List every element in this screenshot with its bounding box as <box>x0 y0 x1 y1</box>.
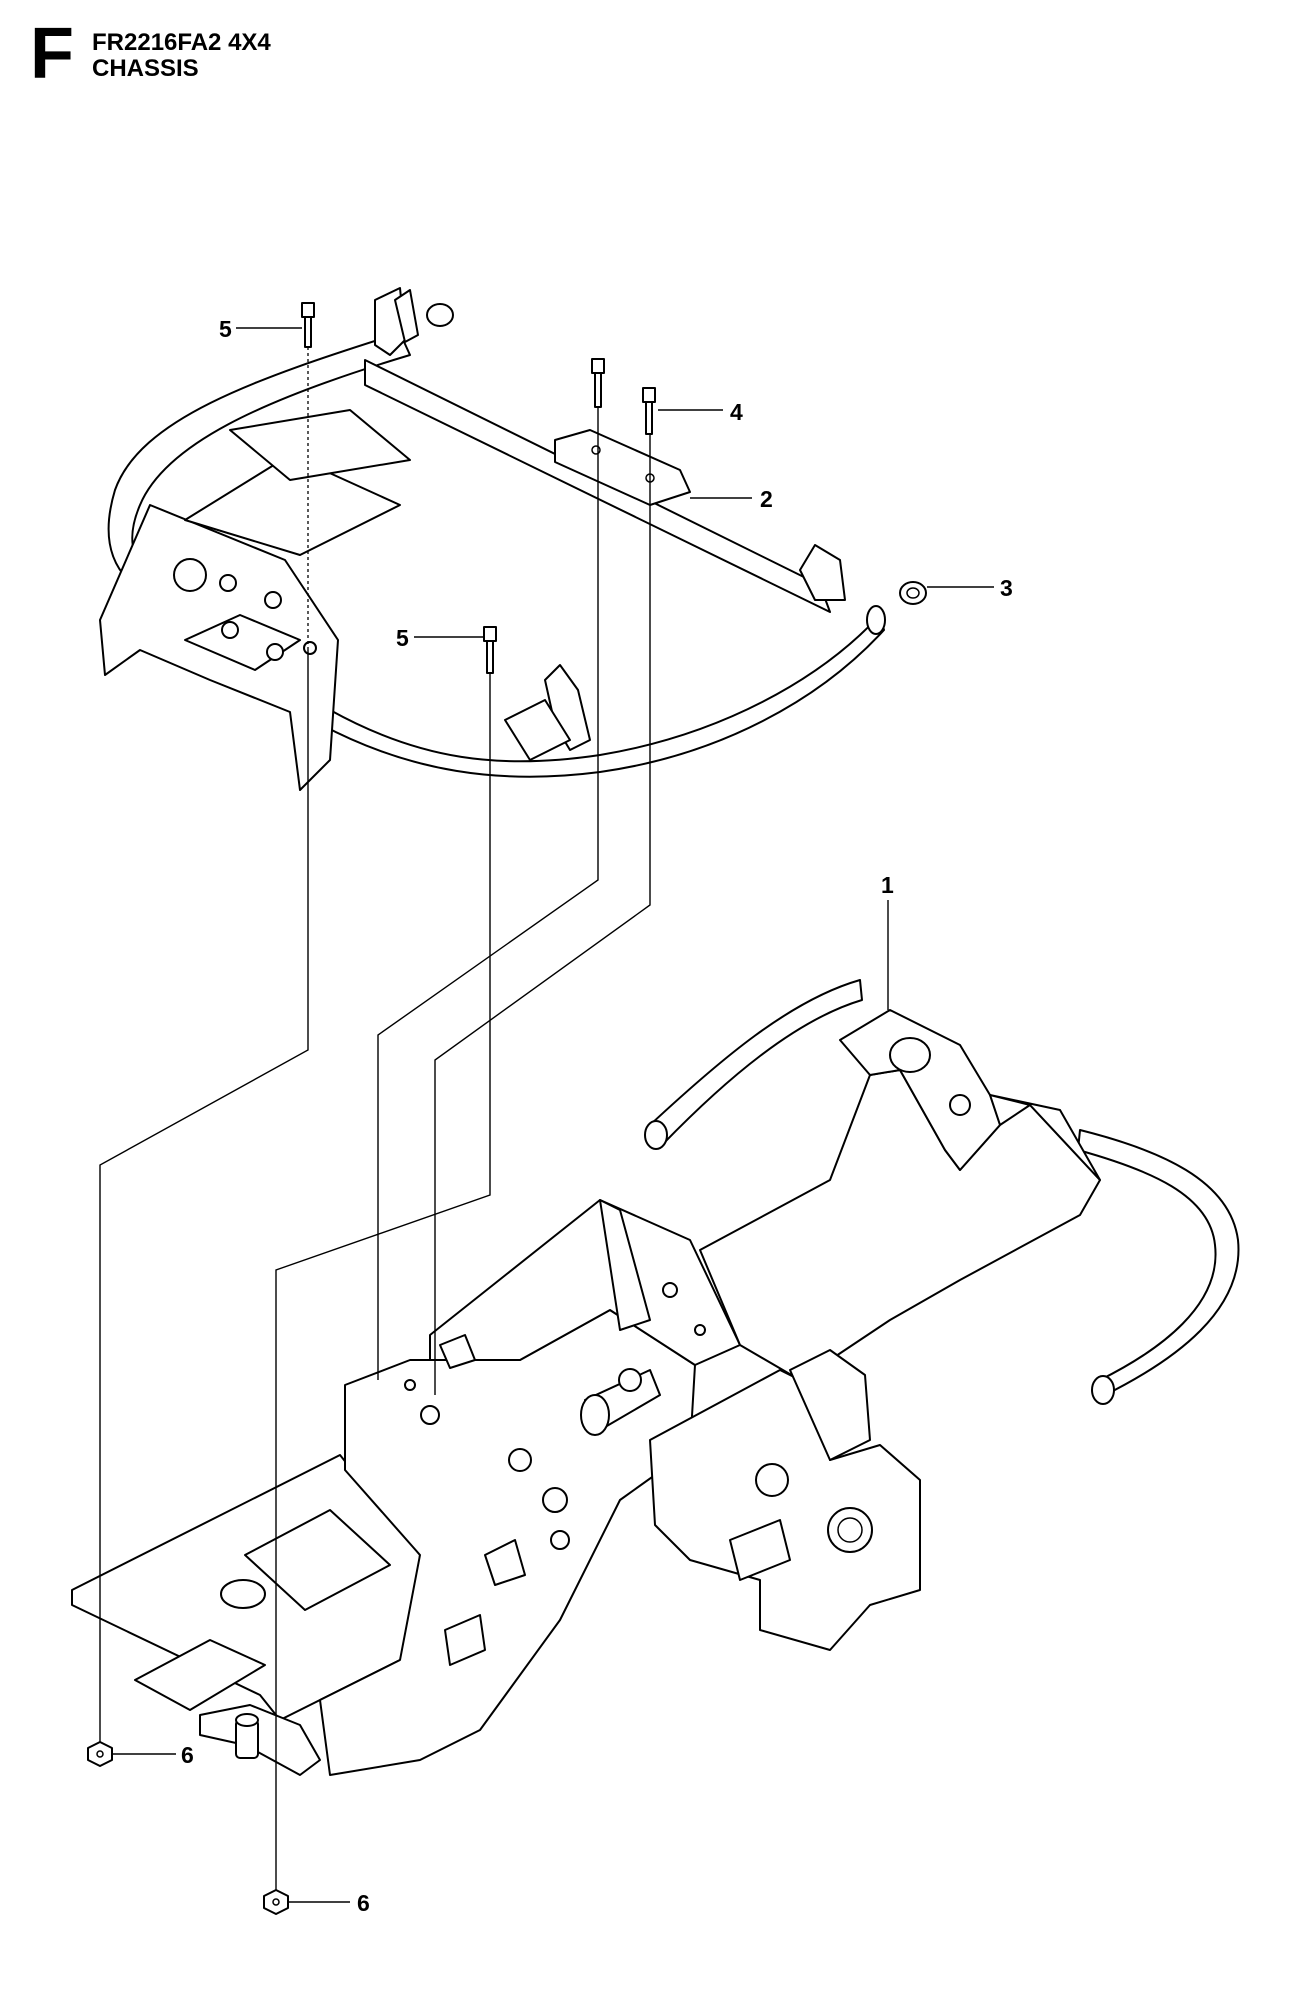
assembly-line-seat-rear <box>434 434 651 1395</box>
bolt-part-5-mid <box>483 626 497 674</box>
assembly-line-5-to-6 <box>99 650 309 1742</box>
chassis-hole <box>662 1282 678 1298</box>
chassis-hole <box>420 1405 440 1425</box>
grommet-part-3 <box>899 581 927 605</box>
chassis-hole <box>542 1487 568 1513</box>
column-hole-small <box>949 1094 971 1116</box>
callout-5-mid: 5 <box>396 625 409 651</box>
diagram-header: F FR2216FA2 4X4 CHASSIS <box>0 0 1309 120</box>
seat-pad-part-2 <box>554 429 691 506</box>
nut-body <box>263 1889 289 1915</box>
right-hook-bracket <box>799 544 846 601</box>
seat-front-tube <box>319 614 885 778</box>
callout-6-lower: 6 <box>357 1890 370 1916</box>
bracket-hole <box>264 591 282 609</box>
axle-pivot-bracket <box>199 1704 321 1776</box>
tower-side <box>599 1199 651 1331</box>
bolt-part-5-top <box>301 302 315 348</box>
chassis-hole <box>550 1530 570 1550</box>
front-plate-top <box>789 1349 871 1461</box>
bolt-head <box>483 626 497 642</box>
bolt-shank <box>304 316 312 348</box>
rear-tube-end <box>1091 1375 1115 1405</box>
callout-5-top: 5 <box>219 316 232 342</box>
callout-labels: 5 4 2 3 5 1 6 6 <box>181 316 1013 1916</box>
callout-6-upper: 6 <box>181 1742 194 1768</box>
nut-part-6-upper <box>87 1741 113 1767</box>
assembly-line-5-mid-to-6 <box>275 673 491 1890</box>
rear-gusset <box>989 1094 1101 1181</box>
front-plate-slot <box>729 1519 791 1581</box>
chassis-hole <box>694 1324 706 1336</box>
front-plate-hole-inner <box>837 1517 863 1543</box>
grommet-top <box>426 303 454 327</box>
bracket-hole-large <box>173 558 207 592</box>
section-letter: F <box>30 14 74 94</box>
chassis-hole <box>404 1379 416 1391</box>
callout-4: 4 <box>730 399 743 425</box>
chassis-hole <box>508 1448 532 1472</box>
bracket-hole <box>221 621 239 639</box>
nut-part-6-lower <box>263 1889 289 1915</box>
rear-column <box>839 1009 1001 1171</box>
chassis-hole <box>618 1368 642 1392</box>
column-hole <box>889 1037 931 1073</box>
section-title: CHASSIS <box>92 55 199 82</box>
callout-leaders <box>112 327 994 1903</box>
top-hook-bracket-2 <box>394 289 419 343</box>
bracket-hole <box>266 643 284 661</box>
front-plate-hole <box>755 1463 789 1497</box>
callout-2: 2 <box>760 486 773 512</box>
floor-hole <box>220 1579 266 1609</box>
bolt-head <box>591 358 605 374</box>
floor-recess <box>134 1639 266 1711</box>
front-tube-end <box>644 1120 668 1150</box>
bracket-hole <box>303 641 317 655</box>
callout-1: 1 <box>881 872 894 898</box>
assembly-line-seat-front <box>377 407 599 1380</box>
assembly-lines <box>99 407 651 1890</box>
floor-panel <box>244 1509 391 1611</box>
axle-pivot-top <box>235 1713 259 1727</box>
tunnel-bracket-lower <box>484 1539 526 1586</box>
bolt-head <box>301 302 315 318</box>
grommet-part-3-inner <box>906 587 920 599</box>
tunnel-slot <box>444 1614 486 1666</box>
nut-hole <box>272 1898 280 1906</box>
bracket-hole <box>219 574 237 592</box>
seat-frame-assembly <box>99 287 927 791</box>
cross-tube-end <box>580 1394 610 1436</box>
nut-body <box>87 1741 113 1767</box>
nut-hole <box>96 1750 104 1758</box>
front-bent-tube <box>649 979 863 1146</box>
callout-3: 3 <box>1000 575 1013 601</box>
left-mount-box <box>184 454 401 556</box>
front-hook-plate <box>504 699 571 761</box>
bolt-head <box>642 387 656 403</box>
bolt-shank <box>486 640 494 674</box>
left-mount-top <box>229 409 411 481</box>
bolt-shank <box>594 372 602 408</box>
model-title: FR2216FA2 4X4 <box>92 29 271 56</box>
tunnel-bracket <box>439 1334 476 1369</box>
bolt-part-5-lower <box>591 358 605 408</box>
front-plate-hole-large <box>827 1507 873 1553</box>
seat-pad-hole <box>591 445 601 455</box>
tube-end-right <box>866 605 886 635</box>
bolt-part-4 <box>642 387 656 435</box>
bolt-shank <box>645 401 653 435</box>
chassis-frame-part-1 <box>71 979 1240 1776</box>
rear-bent-tube <box>1077 1129 1240 1396</box>
